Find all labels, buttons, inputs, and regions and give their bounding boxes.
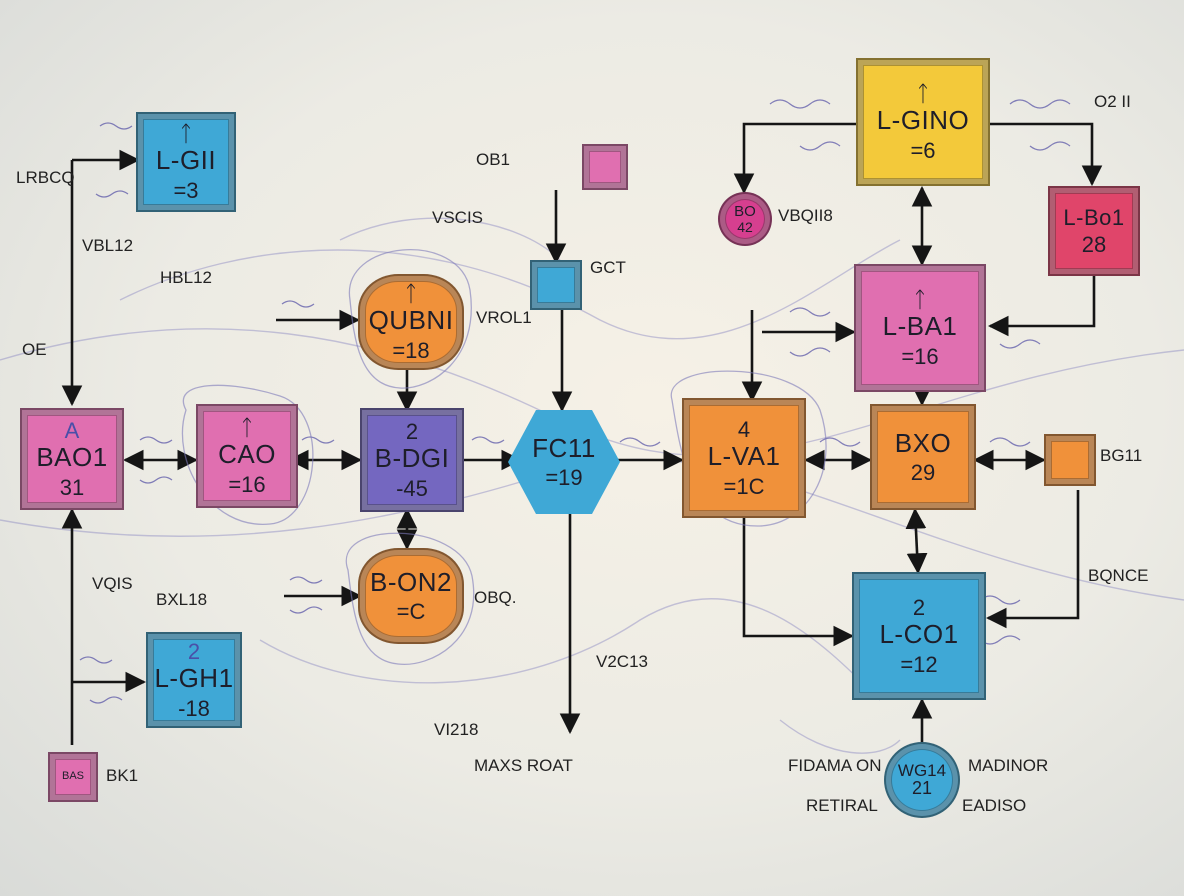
node-lbo1-label: L-Bo1	[1063, 204, 1125, 230]
node-fc11-label: FC11	[532, 432, 596, 463]
node-qubni[interactable]: ᛏ QUBNI =18	[358, 274, 464, 370]
label-oe: OE	[22, 340, 47, 359]
node-lgino-value: =6	[910, 137, 936, 163]
node-lco1[interactable]: 2 L-CO1 =12	[852, 572, 986, 700]
node-bon2[interactable]: B-ON2 =C	[358, 548, 464, 644]
label-madinor: MADINOR	[968, 756, 1049, 775]
node-lgino-marker: ᛏ	[916, 81, 930, 107]
label-maxs-roat: MAXS ROAT	[474, 756, 573, 775]
label-o2-ii: O2 II	[1094, 92, 1131, 111]
label-bk1: BK1	[106, 766, 139, 785]
node-lva1[interactable]: 4 L-VA1 =1C	[682, 398, 806, 518]
node-lgino-label: L-GINO	[876, 105, 970, 136]
node-bxo-label: BXO	[894, 427, 952, 458]
node-lgh1-top: 2	[187, 639, 201, 665]
node-bdgi-label: B-DGI	[374, 443, 450, 474]
label-retiral: RETIRAL	[806, 796, 878, 815]
node-bk-small[interactable]: BAS	[48, 752, 98, 802]
node-lva1-value: =1C	[723, 473, 765, 499]
node-bao1[interactable]: A BAO1 31	[20, 408, 124, 510]
node-lva1-label: L-VA1	[707, 441, 781, 472]
label-fidama-on: FIDAMA ON	[788, 756, 882, 775]
label-vbqii8: VBQII8	[778, 206, 833, 225]
node-lba1[interactable]: ᛏ L-BA1 =16	[854, 264, 986, 392]
node-bxo[interactable]: BXO 29	[870, 404, 976, 510]
node-lbo1-value: 28	[1081, 232, 1107, 257]
node-cao-marker: ᛏ	[240, 415, 254, 441]
node-lva1-top: 4	[737, 417, 751, 443]
node-bdgi-value: -45	[396, 475, 428, 501]
node-bdgi-top: 2	[405, 419, 419, 445]
label-bqnce: BQNCE	[1088, 566, 1149, 585]
label-eadiso: EADISO	[962, 796, 1027, 815]
node-lco1-label: L-CO1	[879, 619, 959, 650]
node-lgii-top[interactable]: ᛏ L-GII =3	[136, 112, 236, 212]
node-bg11-box[interactable]	[1044, 434, 1096, 486]
node-bao1-value: 31	[59, 474, 85, 500]
node-lco1-value: =12	[900, 651, 938, 677]
node-bxo-value: 29	[910, 460, 936, 486]
node-lco1-top: 2	[912, 595, 926, 621]
label-ob1: OB1	[476, 150, 511, 169]
label-vqis: VQIS	[92, 574, 133, 593]
label-vbl12: VBL12	[82, 236, 134, 255]
label-obq: OBQ.	[474, 588, 517, 607]
node-lgii-top-marker: ᛏ	[179, 121, 193, 147]
node-lgh1[interactable]: 2 L-GH1 -18	[146, 632, 242, 728]
node-qubni-marker: ᛏ	[404, 281, 418, 307]
label-vscis: VSCIS	[432, 208, 484, 227]
node-cao-label: CAO	[218, 439, 276, 470]
node-bao1-top: A	[64, 418, 80, 444]
node-fc11-value: =19	[545, 465, 583, 491]
node-bo-circle[interactable]: BO 42	[718, 192, 772, 246]
node-lba1-value: =16	[901, 343, 939, 369]
node-wg14[interactable]: WG14 21	[884, 742, 960, 818]
node-qubni-label: QUBNI	[368, 305, 454, 336]
node-fc11[interactable]: FC11 =19	[508, 410, 620, 514]
node-lgh1-label: L-GH1	[154, 663, 234, 694]
node-lgino[interactable]: ᛏ L-GINO =6	[856, 58, 990, 186]
node-bdgi[interactable]: 2 B-DGI -45	[360, 408, 464, 512]
node-bo-circle-value: 42	[737, 218, 753, 235]
label-v2c13: V2C13	[596, 652, 648, 671]
node-bk-small-label: BAS	[61, 770, 84, 783]
node-qubni-value: =18	[392, 337, 430, 363]
node-gct-small[interactable]	[530, 260, 582, 310]
outline-loops	[181, 249, 827, 666]
node-wg14-label: WG14	[897, 760, 947, 780]
node-cao[interactable]: ᛏ CAO =16	[196, 404, 298, 508]
connector-arrows	[61, 122, 1103, 745]
node-bo-circle-label: BO	[734, 202, 756, 220]
node-ob1-small[interactable]	[582, 144, 628, 190]
decorative-squiggles	[79, 99, 1071, 704]
node-cao-value: =16	[228, 471, 266, 497]
node-lba1-marker: ᛏ	[913, 287, 927, 313]
label-hbl12: HBL12	[160, 268, 212, 287]
node-lgh1-value: -18	[178, 695, 210, 721]
node-lgii-top-label: L-GII	[155, 145, 217, 176]
node-bon2-value: =C	[396, 599, 426, 625]
label-vrol1: VROL1	[476, 308, 532, 327]
label-gct: GCT	[590, 258, 626, 277]
node-lba1-label: L-BA1	[882, 311, 958, 342]
node-lbo1[interactable]: L-Bo1 28	[1048, 186, 1140, 276]
node-bon2-label: B-ON2	[370, 566, 452, 597]
label-lrbcq: LRBCQ	[16, 168, 75, 187]
label-vi218: VI218	[434, 720, 479, 739]
label-bg11: BG11	[1100, 446, 1143, 465]
node-bao1-label: BAO1	[36, 442, 108, 473]
node-lgii-top-value: =3	[173, 177, 199, 203]
label-bxl18: BXL18	[156, 590, 208, 609]
node-wg14-value: 21	[911, 778, 933, 799]
